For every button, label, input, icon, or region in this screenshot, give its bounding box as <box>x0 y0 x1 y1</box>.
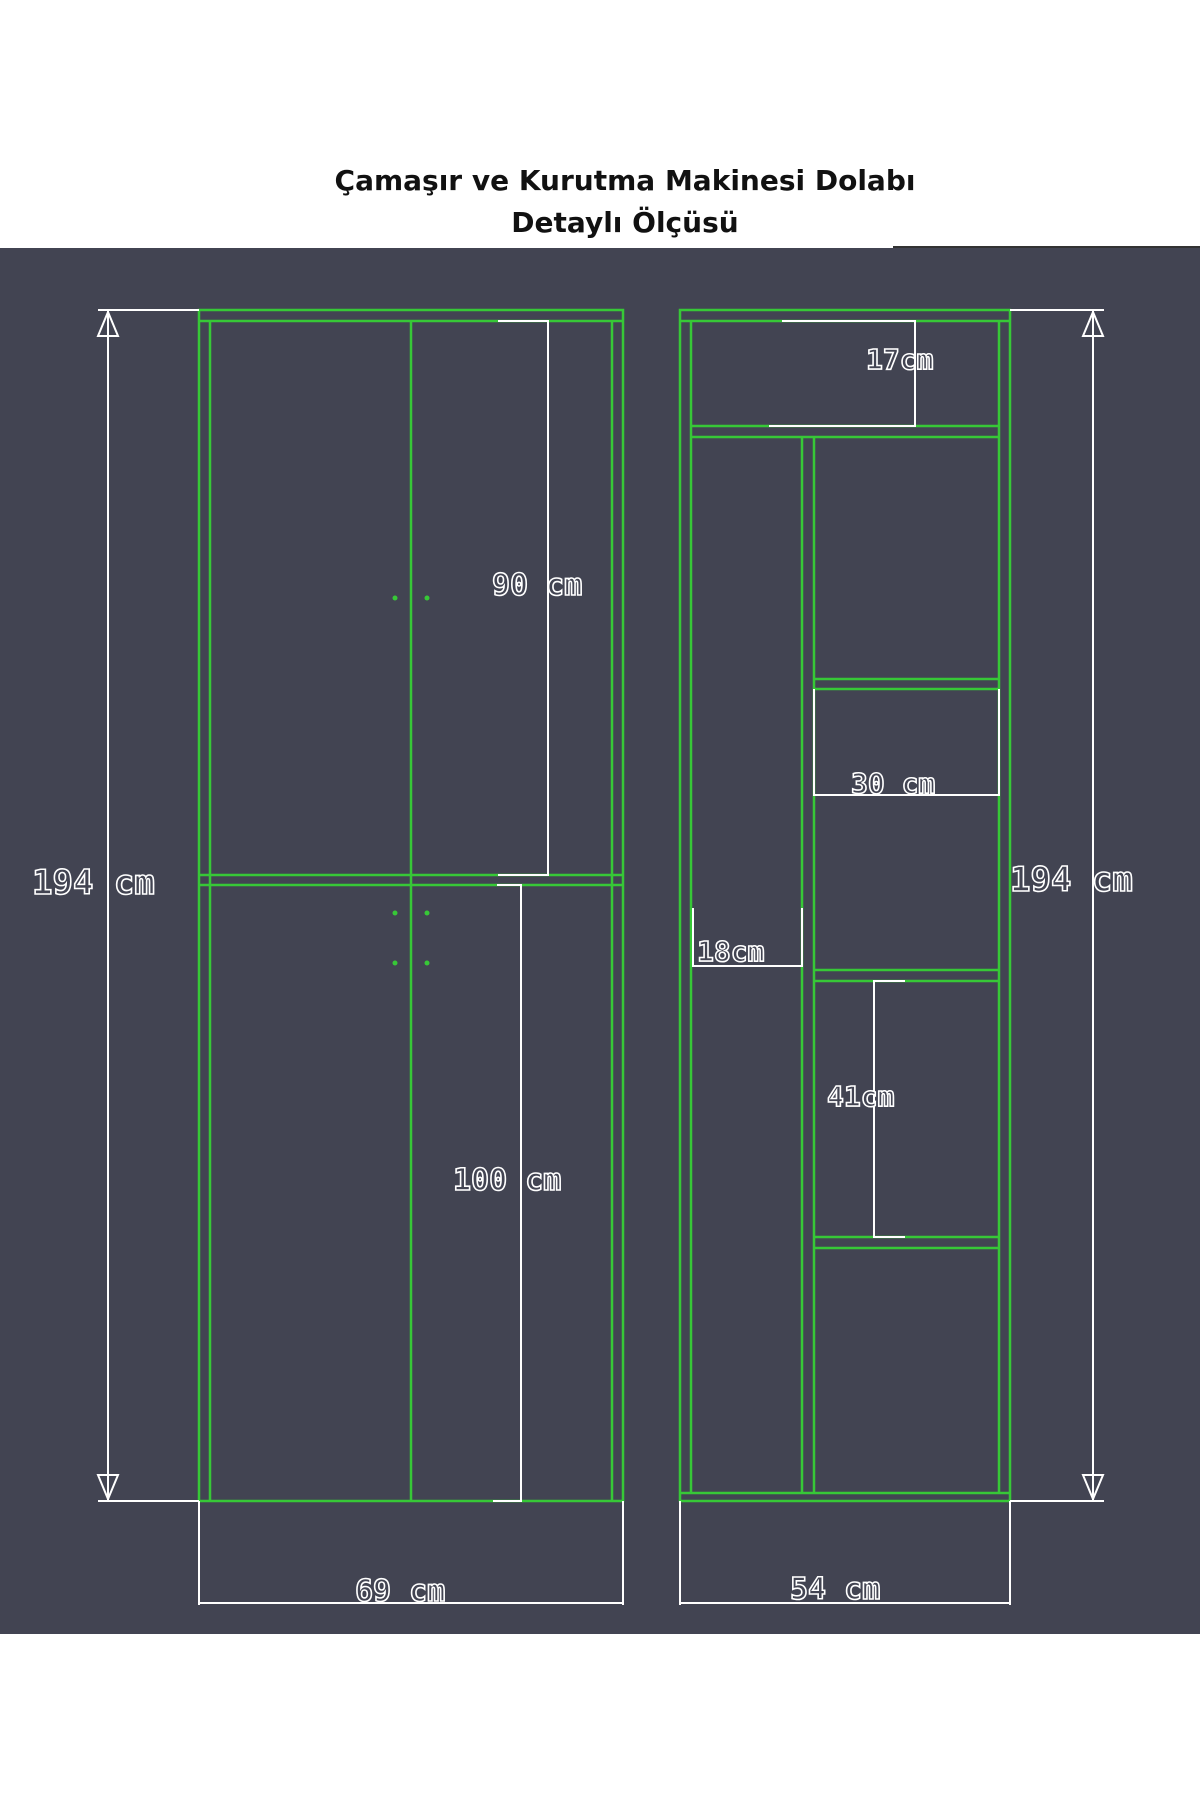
upper-door-dim-bracket <box>498 320 549 876</box>
top-compartment-dim-bracket <box>769 320 916 427</box>
upper-door-label: 90 cm <box>492 568 582 603</box>
middle-compartment-label: 41cm <box>827 1080 894 1113</box>
upper-right-handle <box>424 595 430 601</box>
door-handles <box>392 595 430 966</box>
lower-right-handle-1 <box>424 910 430 916</box>
narrow-column-label: 18cm <box>697 935 764 968</box>
title-line-2: Detaylı Ölçüsü <box>511 206 739 239</box>
top-compartment-label: 17cm <box>866 343 933 376</box>
side-height-arrow-up <box>1081 309 1105 337</box>
shelf-width-dim-bracket <box>813 689 1000 796</box>
lower-right-handle-2 <box>424 960 430 966</box>
front-height-arrow-up <box>96 309 120 337</box>
lower-door-dim-bracket <box>493 884 522 1502</box>
upper-left-handle <box>392 595 398 601</box>
title-rule <box>893 246 1200 249</box>
drawing-svg: 194 cm 69 cm 90 cm 100 cm 194 cm 54 cm 1… <box>31 308 1134 1610</box>
side-outer-frame <box>678 308 1012 1503</box>
lower-left-handle-1 <box>392 910 398 916</box>
side-height-arrow-down <box>1081 1474 1105 1502</box>
narrow-column-dim-bracket <box>692 908 803 967</box>
front-dimensions <box>96 309 624 1605</box>
shelf-width-label: 30 cm <box>851 767 935 800</box>
side-width-label: 54 cm <box>790 1572 880 1607</box>
front-height-label: 194 cm <box>32 863 155 903</box>
technical-drawing: 194 cm 69 cm 90 cm 100 cm 194 cm 54 cm 1… <box>0 248 1200 1634</box>
title-block: Çamaşır ve Kurutma Makinesi Dolabı Detay… <box>0 160 1200 244</box>
lower-left-handle-2 <box>392 960 398 966</box>
title-line-1: Çamaşır ve Kurutma Makinesi Dolabı <box>334 164 916 197</box>
front-width-label: 69 cm <box>355 1574 445 1609</box>
side-dimensions <box>679 309 1105 1605</box>
side-view <box>678 308 1012 1503</box>
middle-compartment-dim-bracket <box>873 980 905 1238</box>
lower-door-label: 100 cm <box>453 1163 561 1198</box>
front-height-arrow-down <box>96 1474 120 1502</box>
front-view <box>197 308 625 1503</box>
side-height-label: 194 cm <box>1010 860 1133 900</box>
